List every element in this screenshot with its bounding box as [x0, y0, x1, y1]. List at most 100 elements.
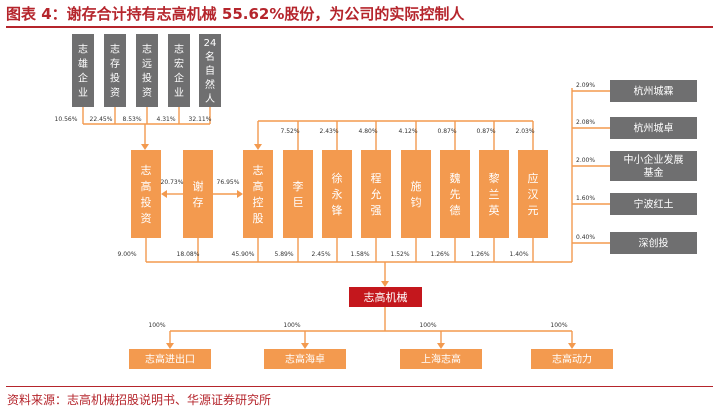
- pct-holding-5: 4.80%: [358, 128, 377, 135]
- middle-node-7-box: [440, 150, 470, 238]
- middle-node-4-label: 锋: [332, 204, 343, 217]
- subsidiary-0: 志高进出口: [129, 349, 211, 369]
- middle-node-0-box: [131, 150, 161, 238]
- top-shareholder-3-label: 宏: [174, 57, 184, 70]
- pct-holding-8: 0.87%: [476, 128, 495, 135]
- pct-subsidiary-1: 100%: [283, 322, 300, 329]
- middle-node-8: 黎兰英: [479, 150, 509, 238]
- pct-subsidiary-3: 100%: [550, 322, 567, 329]
- top-shareholder-4-box: [199, 34, 221, 107]
- middle-node-1-label: 谢: [193, 179, 204, 193]
- middle-node-9-label: 汉: [528, 188, 539, 201]
- middle-node-8-label: 黎: [489, 171, 500, 185]
- middle-node-9-box: [518, 150, 548, 238]
- right-shareholder-2-label: 基金: [644, 166, 664, 179]
- pct-top-4: 32.11%: [189, 116, 212, 123]
- title-divider: [6, 26, 713, 28]
- pct-right-3: 1.60%: [576, 195, 595, 202]
- right-shareholder-4-label: 深创投: [639, 237, 669, 250]
- source-note: 资料来源：志高机械招股说明书、华源证券研究所: [7, 393, 272, 407]
- pct-holding-7: 0.87%: [437, 128, 456, 135]
- top-shareholder-3-box: [168, 34, 190, 107]
- middle-node-2-box: [243, 150, 273, 238]
- pct-top-2: 8.53%: [122, 116, 141, 123]
- pct-top-1: 22.45%: [90, 116, 113, 123]
- top-shareholder-3-label: 企: [174, 71, 184, 84]
- target-company-box: [349, 287, 422, 307]
- pct-target-5: 1.58%: [350, 251, 369, 258]
- middle-node-5-label: 程: [371, 172, 382, 185]
- top-shareholder-0-label: 企: [78, 71, 88, 84]
- right-shareholder-1-box: [610, 117, 697, 139]
- top-shareholder-0-label: 雄: [78, 57, 88, 70]
- pct-holding-3: 7.52%: [280, 128, 299, 135]
- pct-xiecun-to-invest: 20.73%: [161, 179, 184, 186]
- top-shareholder-1-box: [104, 34, 126, 107]
- middle-node-3-label: 巨: [293, 196, 304, 209]
- middle-node-2-label: 志: [253, 164, 264, 177]
- pct-target-2: 45.90%: [232, 251, 255, 258]
- top-shareholder-3-label: 业: [174, 87, 184, 99]
- arrow-subsidiary-2: [437, 343, 445, 349]
- middle-node-1: 谢存: [183, 150, 213, 238]
- top-shareholder-4-label: 名: [205, 50, 215, 63]
- target-company-label: 志高机械: [364, 290, 408, 304]
- top-shareholder-1-label: 资: [110, 87, 120, 99]
- middle-node-4-label: 永: [332, 187, 343, 201]
- source-divider: [6, 386, 713, 387]
- top-shareholder-4-label: 自: [205, 64, 215, 77]
- percentage-labels: 10.56%22.45%8.53%4.31%32.11%20.73%76.95%…: [55, 82, 596, 329]
- middle-node-9-label: 元: [528, 204, 539, 217]
- arrow-to-target: [381, 281, 389, 287]
- middle-node-1-label: 存: [193, 195, 204, 209]
- right-shareholder-4-box: [610, 232, 697, 254]
- middle-node-5-label: 允: [371, 187, 382, 201]
- pct-right-4: 0.40%: [576, 234, 595, 241]
- subsidiary-3: 志高动力: [531, 349, 613, 369]
- middle-node-7-label: 先: [450, 188, 461, 201]
- middle-node-3: 李巨: [283, 150, 313, 238]
- middle-node-8-label: 英: [489, 203, 500, 217]
- pct-subsidiary-0: 100%: [148, 322, 165, 329]
- pct-right-1: 2.08%: [576, 119, 595, 126]
- top-shareholder-1-label: 投: [110, 71, 120, 84]
- middle-node-4-box: [322, 150, 352, 238]
- top-shareholder-1-label: 存: [110, 57, 120, 70]
- target-company: 志高机械: [349, 287, 422, 307]
- pct-top-3: 4.31%: [156, 116, 175, 123]
- middle-node-3-label: 李: [293, 179, 304, 193]
- top-shareholder-4-label: 然: [205, 78, 215, 91]
- middle-node-5: 程允强: [361, 150, 391, 238]
- top-shareholder-1-label: 志: [110, 42, 120, 55]
- top-shareholder-2-label: 志: [142, 42, 152, 55]
- pct-target-9: 1.40%: [509, 251, 528, 258]
- middle-node-0-label: 志: [141, 164, 152, 177]
- connector-lines: [82, 88, 610, 349]
- subsidiary-1: 志高海卓: [264, 349, 346, 369]
- middle-node-4: 徐永锋: [322, 150, 352, 238]
- middle-node-6: 施钧: [401, 150, 431, 238]
- right-shareholder-1: 杭州城卓: [610, 117, 697, 139]
- right-shareholder-0-label: 杭州城霖: [634, 85, 674, 98]
- arrow-top-to-invest: [141, 144, 149, 150]
- pct-target-6: 1.52%: [390, 251, 409, 258]
- middle-node-2-label: 控: [253, 195, 264, 209]
- arrow-subsidiary-0: [166, 343, 174, 349]
- top-shareholder-4-label: 24: [204, 38, 217, 49]
- arrow-xiecun-to-invest: [161, 190, 167, 198]
- pct-holding-4: 2.43%: [319, 128, 338, 135]
- top-shareholder-3-label: 志: [174, 42, 184, 55]
- top-shareholder-4-label: 人: [205, 93, 215, 105]
- subsidiary-2-label: 上海志高: [421, 353, 461, 366]
- pct-right-2: 2.00%: [576, 157, 595, 164]
- pct-xiecun-to-holding: 76.95%: [217, 179, 240, 186]
- figure-title: 图表 4：谢存合计持有志高机械 55.62%股份，为公司的实际控制人: [6, 5, 465, 23]
- arrow-xiecun-to-holding: [237, 190, 243, 198]
- arrow-subsidiary-3: [568, 343, 576, 349]
